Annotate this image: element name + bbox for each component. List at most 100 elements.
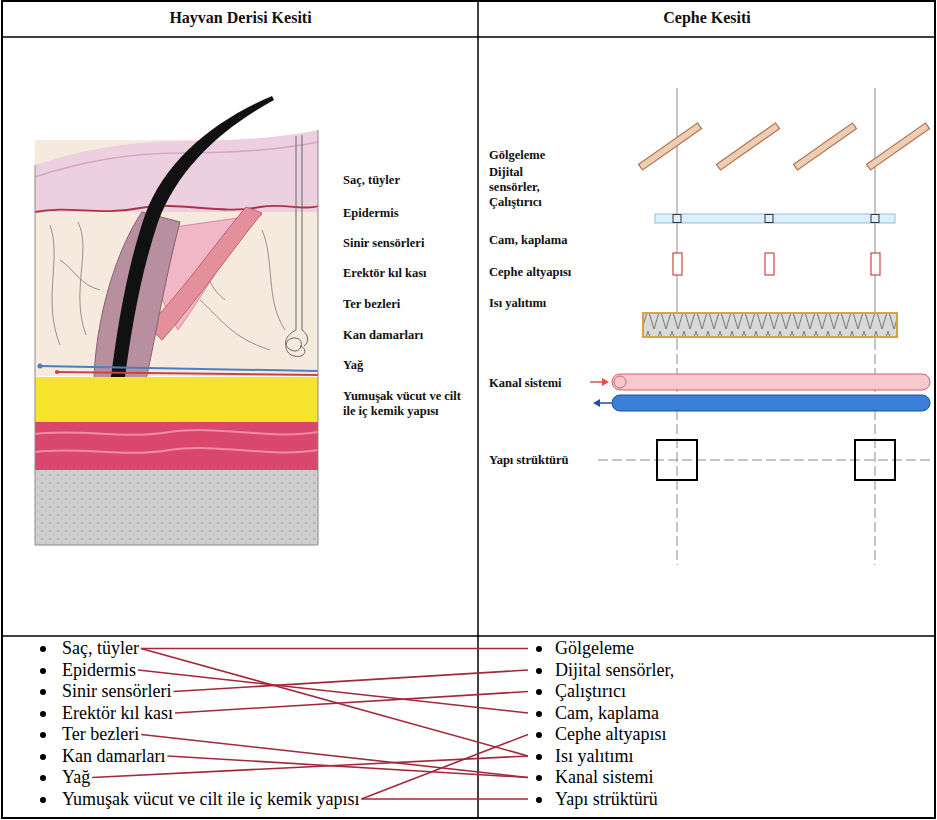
duct-system (602, 378, 609, 386)
list-item: Yumuşak vücut ve cilt ile iç kemik yapıs… (36, 789, 361, 810)
shading-louvers (867, 123, 930, 170)
list-item: Ter bezleri (36, 724, 141, 745)
part-label: Saç, tüyler (343, 173, 473, 188)
part-label: Yağ (343, 358, 473, 373)
item-text: Dijital sensörler, (555, 660, 674, 680)
duct-system (593, 399, 600, 407)
list-item: Erektör kıl kası (36, 703, 175, 724)
section-frame (35, 130, 318, 545)
bullet-dot (536, 668, 542, 674)
sensor-bar (655, 214, 895, 223)
shading-louvers (717, 123, 780, 170)
part-label: Yumuşak vücut ve cilt ile iç kemik yapıs… (343, 389, 465, 419)
blood-vessels (55, 370, 59, 374)
blood-vessels (38, 364, 43, 369)
item-text: Ter bezleri (62, 724, 139, 744)
item-text: Saç, tüyler (62, 638, 139, 658)
epidermis-border (35, 206, 318, 212)
item-text: Kan damarları (62, 746, 165, 766)
item-text: Sinir sensörleri (62, 681, 172, 701)
structure-columns (855, 440, 895, 480)
hair-shaft (110, 96, 274, 385)
item-text: Yağ (62, 767, 90, 787)
part-label: Cam, kaplama (489, 233, 599, 248)
sweat-gland (286, 330, 308, 357)
bullet-dot (536, 732, 542, 738)
table-grid (477, 1, 479, 818)
bullet-dot (40, 754, 46, 760)
sensor-bar (673, 215, 681, 223)
item-text: Gölgeleme (555, 638, 634, 658)
bone-layer (35, 470, 318, 545)
insulation-layer (643, 313, 897, 337)
connector-line (174, 670, 529, 692)
part-label: Dijital sensörler, Çalıştırıcı (489, 165, 565, 210)
bullet-dot (536, 689, 542, 695)
connector-line (175, 692, 528, 714)
bullet-dot (40, 646, 46, 652)
bullet-dot (536, 711, 542, 717)
nerve-fibers (200, 300, 270, 350)
structure-columns (657, 440, 895, 480)
glass-mullions (871, 253, 880, 275)
glass-mullions (765, 253, 774, 275)
nerve-fibers (50, 225, 60, 345)
item-text: Çalıştırıcı (555, 681, 626, 701)
duct-system (590, 374, 930, 411)
connector-line (141, 648, 528, 650)
duct-system (612, 395, 930, 411)
connector-line (138, 670, 528, 713)
muscle-fibres (35, 430, 318, 435)
bullet-dot (40, 711, 46, 717)
bullet-dot (40, 797, 46, 803)
list-item: Saç, tüyler (36, 638, 141, 659)
part-label: Kanal sistemi (489, 376, 599, 391)
table-grid (2, 36, 935, 38)
list-item: Gölgeleme (528, 638, 636, 659)
structure-columns (657, 440, 697, 480)
bullet-dot (40, 668, 46, 674)
part-label: Sinir sensörleri (343, 236, 473, 251)
item-text: Cephe altyapısı (555, 724, 666, 744)
muscle-fibres (35, 448, 318, 453)
shading-louvers (794, 123, 857, 170)
item-text: Epidermis (62, 660, 136, 680)
muscle-layer (35, 422, 318, 470)
item-text: Isı yalıtımı (555, 746, 634, 766)
list-item: Cephe altyapısı (528, 724, 668, 745)
part-label: Gölgeleme (489, 148, 599, 163)
grid-axis (598, 460, 932, 461)
part-label: Erektör kıl kası (343, 266, 473, 281)
list-item: Isı yalıtımı (528, 746, 636, 767)
item-text: Cam, kaplama (555, 703, 659, 723)
sensor-bar (655, 214, 895, 223)
connector-line (361, 735, 528, 800)
list-item: Yağ (36, 767, 92, 788)
part-label: Cephe altyapısı (489, 265, 599, 280)
connector-line (141, 649, 528, 757)
bullet-dot (40, 775, 46, 781)
fat-layer (35, 377, 318, 422)
skin-section (35, 96, 318, 545)
connector-line (361, 798, 528, 800)
list-item: Yapı strüktürü (528, 789, 660, 810)
bullet-dot (536, 646, 542, 652)
muscle-fibres (35, 430, 318, 453)
list-item: Cam, kaplama (528, 703, 661, 724)
part-label: Epidermis (343, 206, 473, 221)
glass-mullions (673, 253, 682, 275)
item-text: Kanal sistemi (555, 767, 653, 787)
blood-vessels (38, 366, 318, 371)
nerve-fibers (262, 230, 285, 330)
part-label: Isı yalıtımı (489, 296, 599, 311)
shading-louvers (639, 123, 702, 170)
bullet-dot (40, 689, 46, 695)
bullet-dot (536, 775, 542, 781)
nerve-fibers (60, 260, 100, 290)
sensor-bar (871, 215, 879, 223)
item-text: Yapı strüktürü (555, 789, 658, 809)
sweat-gland (296, 136, 297, 330)
list-item: Kan damarları (36, 746, 167, 767)
